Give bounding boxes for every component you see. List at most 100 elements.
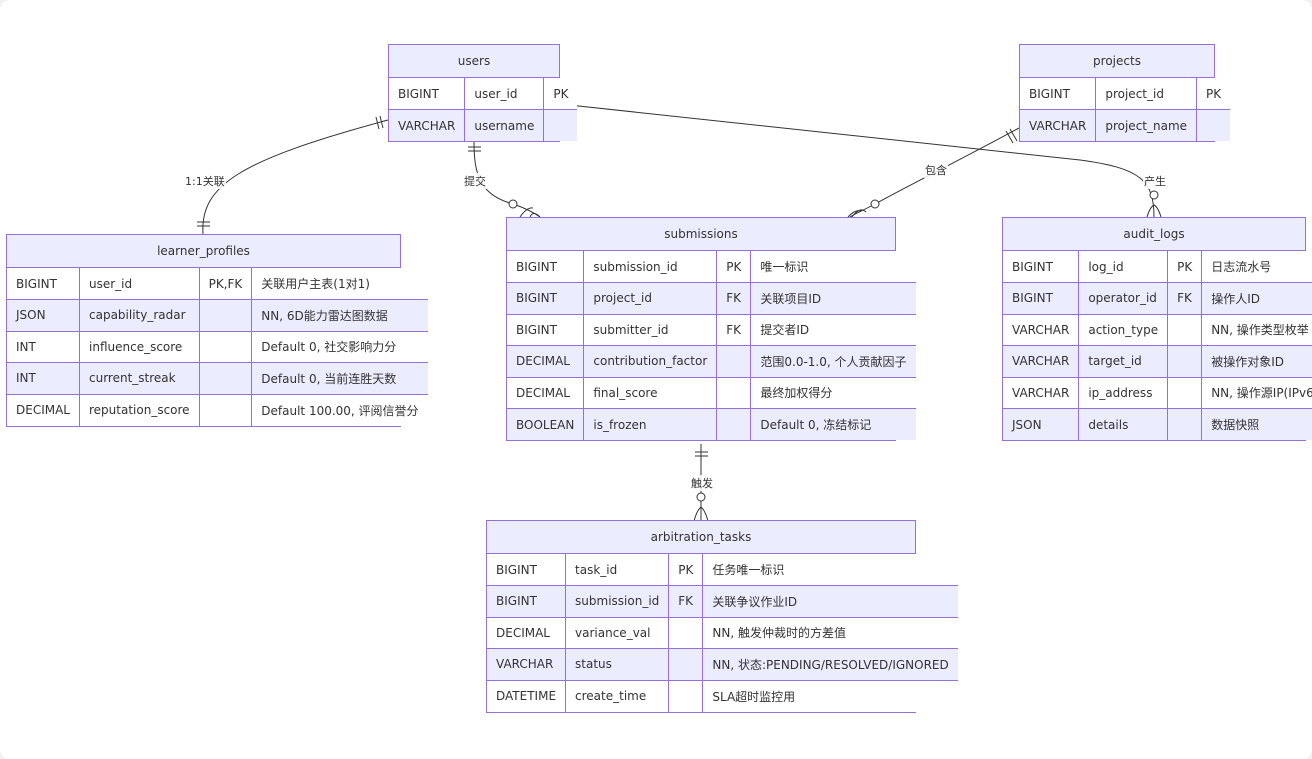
attr-name: task_id [565, 554, 670, 586]
attr-type: BIGINT [507, 282, 585, 315]
entity-title: learner_profiles [7, 235, 400, 268]
attr-type: VARCHAR [1003, 377, 1080, 409]
attr-name: target_id [1078, 345, 1169, 378]
attr-type: BIGINT [1020, 78, 1097, 110]
attr-name: is_frozen [583, 408, 718, 440]
attr-key [668, 680, 704, 712]
rel-users-learner-profiles [202, 119, 389, 235]
attr-key [1167, 345, 1203, 378]
attr-type: BOOLEAN [507, 408, 585, 440]
attr-key [1167, 377, 1203, 409]
attr-key [668, 617, 704, 649]
attr-key [1167, 314, 1203, 346]
attr-type: DATETIME [487, 680, 567, 712]
attribute-row: VARCHAR status NN, 状态:PENDING/RESOLVED/I… [487, 648, 958, 681]
attribute-row: VARCHAR action_type NN, 操作类型枚举 [1003, 314, 1312, 346]
entity-title: submissions [507, 218, 895, 251]
attr-type: VARCHAR [1003, 314, 1080, 346]
attr-key: PK [716, 251, 752, 283]
attr-type: DECIMAL [507, 345, 585, 378]
entity-users[interactable]: users BIGINT user_id PK VARCHAR username [388, 44, 578, 142]
attribute-row: VARCHAR ip_address NN, 操作源IP(IPv6) [1003, 377, 1312, 409]
attr-type: BIGINT [1003, 282, 1080, 315]
relationship-label: 产生 [1143, 173, 1167, 189]
attribute-table: BIGINT user_id PK VARCHAR username [389, 78, 578, 141]
attr-type: BIGINT [487, 585, 567, 618]
attr-type: VARCHAR [487, 648, 567, 681]
attr-comment: 最终加权得分 [750, 377, 916, 409]
attribute-row: BIGINT log_id PK 日志流水号 [1003, 251, 1312, 283]
attribute-table: BIGINT task_id PK 任务唯一标识 BIGINT submissi… [487, 554, 958, 712]
attribute-row: DECIMAL final_score 最终加权得分 [507, 377, 916, 409]
attr-key: PK [543, 78, 578, 110]
attribute-row: VARCHAR username [389, 109, 578, 141]
attribute-row: BIGINT task_id PK 任务唯一标识 [487, 554, 958, 586]
attr-name: submitter_id [583, 314, 718, 346]
attr-name: project_id [1095, 78, 1198, 110]
attr-name: variance_val [565, 617, 670, 649]
attr-name: final_score [583, 377, 718, 409]
attr-type: DECIMAL [507, 377, 585, 409]
relationship-label: 包含 [924, 162, 948, 178]
entity-arbitration-tasks[interactable]: arbitration_tasks BIGINT task_id PK 任务唯一… [486, 520, 958, 713]
attribute-row: BIGINT submission_id FK 关联争议作业ID [487, 585, 958, 618]
attr-type: BIGINT [7, 268, 80, 300]
attr-comment: NN, 操作类型枚举 [1201, 314, 1312, 346]
attr-name: username [464, 109, 545, 141]
attr-key: PK,FK [199, 268, 253, 300]
attr-type: JSON [1003, 408, 1080, 440]
attr-name: capability_radar [79, 299, 200, 332]
attribute-row: DECIMAL variance_val NN, 触发仲裁时的方差值 [487, 617, 958, 649]
attribute-row: BIGINT project_id FK 关联项目ID [507, 282, 916, 315]
entity-projects[interactable]: projects BIGINT project_id PK VARCHAR pr… [1019, 44, 1231, 142]
attr-comment: Default 100.00, 评阅信誉分 [251, 394, 428, 426]
attr-comment: NN, 操作源IP(IPv6) [1201, 377, 1312, 409]
attribute-row: VARCHAR target_id 被操作对象ID [1003, 345, 1312, 378]
attr-key [668, 648, 704, 681]
attr-type: JSON [7, 299, 80, 332]
attribute-table: BIGINT submission_id PK 唯一标识 BIGINT proj… [507, 251, 916, 440]
attr-comment: 日志流水号 [1201, 251, 1312, 283]
attr-key: FK [716, 282, 752, 315]
entity-audit-logs[interactable]: audit_logs BIGINT log_id PK 日志流水号 BIGINT… [1002, 217, 1312, 441]
attr-name: user_id [464, 78, 545, 110]
attr-name: details [1078, 408, 1169, 440]
attr-comment: 数据快照 [1201, 408, 1312, 440]
attribute-row: JSON details 数据快照 [1003, 408, 1312, 440]
entity-title: users [389, 45, 559, 78]
attr-type: VARCHAR [1020, 109, 1097, 141]
attr-key: PK [1196, 78, 1231, 110]
attr-comment: 任务唯一标识 [702, 554, 958, 586]
attr-comment: NN, 6D能力雷达图数据 [251, 299, 428, 332]
attr-type: BIGINT [1003, 251, 1080, 283]
attribute-row: DATETIME create_time SLA超时监控用 [487, 680, 958, 712]
attr-type: BIGINT [507, 251, 585, 283]
attribute-table: BIGINT project_id PK VARCHAR project_nam… [1020, 78, 1231, 141]
attr-name: operator_id [1078, 282, 1169, 315]
attr-type: BIGINT [487, 554, 567, 586]
attr-name: action_type [1078, 314, 1169, 346]
attr-comment: 提交者ID [750, 314, 916, 346]
attr-name: influence_score [79, 331, 200, 363]
attr-comment: NN, 状态:PENDING/RESOLVED/IGNORED [702, 648, 958, 681]
attr-key [716, 408, 752, 440]
attribute-row: BIGINT user_id PK,FK 关联用户主表(1对1) [7, 268, 428, 300]
attr-name: ip_address [1078, 377, 1169, 409]
attribute-row: DECIMAL reputation_score Default 100.00,… [7, 394, 428, 426]
attribute-row: BIGINT submission_id PK 唯一标识 [507, 251, 916, 283]
attr-name: project_id [583, 282, 718, 315]
attr-comment: 被操作对象ID [1201, 345, 1312, 378]
entity-submissions[interactable]: submissions BIGINT submission_id PK 唯一标识… [506, 217, 916, 441]
attr-name: current_streak [79, 362, 200, 395]
attr-comment: SLA超时监控用 [702, 680, 958, 712]
attribute-row: INT current_streak Default 0, 当前连胜天数 [7, 362, 428, 395]
attribute-row: VARCHAR project_name [1020, 109, 1231, 141]
attr-comment: Default 0, 冻结标记 [750, 408, 916, 440]
attr-key: FK [1167, 282, 1203, 315]
attr-key: FK [716, 314, 752, 346]
entity-learner-profiles[interactable]: learner_profiles BIGINT user_id PK,FK 关联… [6, 234, 428, 427]
attribute-row: BIGINT project_id PK [1020, 78, 1231, 110]
attr-name: project_name [1095, 109, 1198, 141]
attr-type: VARCHAR [1003, 345, 1080, 378]
